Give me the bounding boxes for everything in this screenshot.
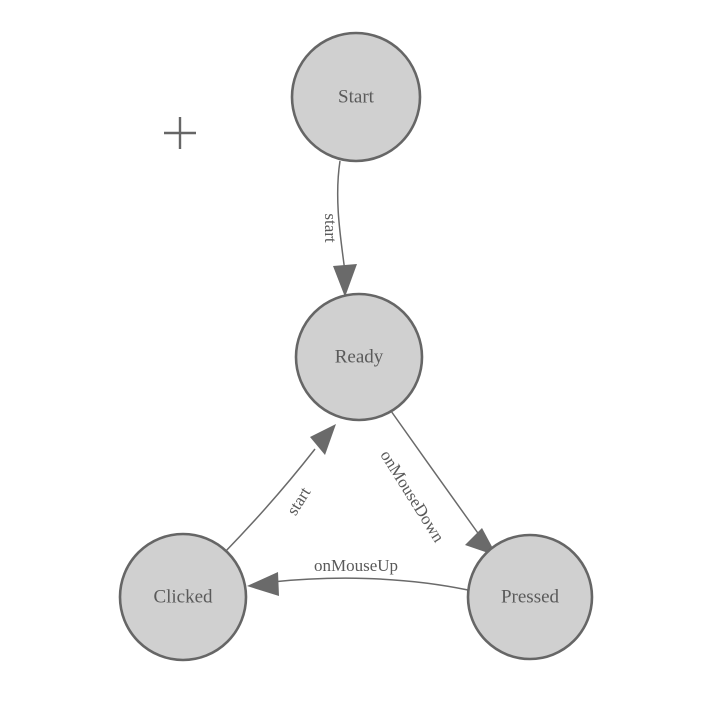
node-start[interactable]: Start bbox=[290, 31, 422, 163]
node-pressed[interactable]: Pressed bbox=[466, 533, 594, 661]
arrowhead-start-to-ready bbox=[333, 264, 357, 297]
node-start-label: Start bbox=[338, 86, 375, 107]
node-clicked-label: Clicked bbox=[153, 586, 213, 607]
node-pressed-label: Pressed bbox=[501, 586, 560, 607]
edge-line-pressed-to-clicked bbox=[271, 577, 469, 591]
edge-line-ready-to-pressed bbox=[390, 410, 481, 537]
edge-label-clicked-to-ready: start bbox=[283, 483, 315, 518]
edge-clicked-to-ready[interactable]: start bbox=[223, 424, 336, 554]
arrowhead-pressed-to-clicked bbox=[247, 572, 279, 596]
edge-ready-to-pressed[interactable]: onMouseDown bbox=[377, 410, 497, 556]
edge-label-start-to-ready: start bbox=[321, 213, 340, 243]
arrowhead-clicked-to-ready bbox=[310, 424, 336, 455]
node-ready-circle bbox=[294, 292, 424, 422]
plus-icon[interactable] bbox=[164, 117, 196, 149]
edge-pressed-to-clicked[interactable]: onMouseUp bbox=[247, 556, 469, 596]
edge-line-start-to-ready bbox=[336, 160, 346, 273]
edge-label-pressed-to-clicked: onMouseUp bbox=[314, 556, 398, 575]
edge-label-ready-to-pressed: onMouseDown bbox=[377, 447, 449, 546]
edge-start-to-ready[interactable]: start bbox=[321, 160, 357, 297]
node-ready-label: Ready bbox=[335, 346, 384, 367]
node-pressed-circle bbox=[466, 533, 594, 661]
edge-line-clicked-to-ready bbox=[223, 448, 316, 554]
node-ready[interactable]: Ready bbox=[294, 292, 424, 422]
node-clicked[interactable]: Clicked bbox=[118, 532, 248, 662]
node-clicked-circle bbox=[118, 532, 248, 662]
node-start-circle bbox=[290, 31, 422, 163]
